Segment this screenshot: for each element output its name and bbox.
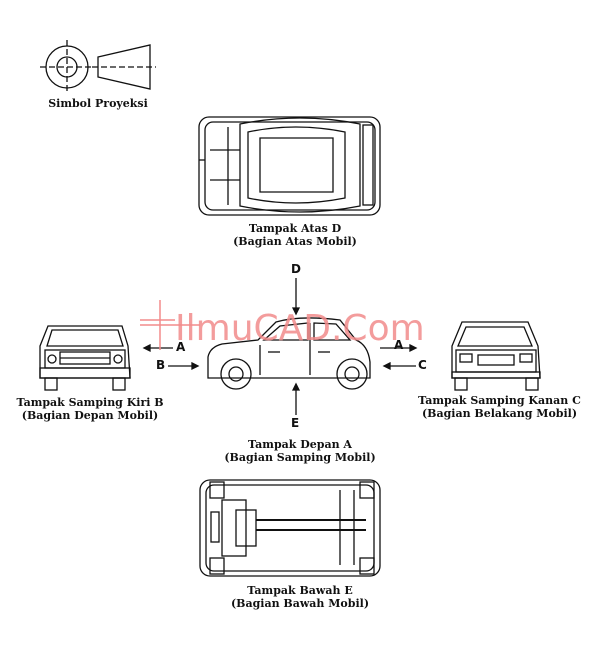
arrow-label-b: B — [156, 358, 166, 372]
view-arrows — [142, 278, 418, 415]
arrow-label-a-left: A — [176, 340, 186, 354]
bottom-view-title: Tampak Bawah E — [247, 584, 353, 597]
front-view-subtitle: (Bagian Samping Mobil) — [224, 451, 376, 464]
front-view-car — [207, 317, 371, 390]
right-view-subtitle: (Bagian Belakang Mobil) — [421, 407, 578, 420]
top-view-car — [198, 116, 381, 216]
right-view-caption: Tampak Samping Kanan C (Bagian Belakang … — [412, 394, 587, 420]
arrow-label-a-right: A — [394, 338, 404, 352]
bottom-view-car — [199, 479, 381, 577]
top-view-subtitle: (Bagian Atas Mobil) — [233, 235, 357, 248]
watermark-text: IlmuCAD.Com — [175, 308, 425, 349]
symbol-caption: Simbol Proyeksi — [38, 97, 158, 110]
front-view-title: Tampak Depan A — [248, 438, 352, 451]
right-view-title: Tampak Samping Kanan C — [418, 394, 581, 407]
bottom-view-caption: Tampak Bawah E (Bagian Bawah Mobil) — [215, 584, 385, 610]
watermark-cross-icon — [140, 300, 200, 350]
arrow-label-c: C — [418, 358, 427, 372]
left-view-subtitle: (Bagian Depan Mobil) — [21, 409, 159, 422]
right-view-car — [451, 321, 541, 391]
projection-symbol-icon — [40, 40, 156, 94]
arrow-label-e: E — [291, 416, 300, 430]
left-view-caption: Tampak Samping Kiri B (Bagian Depan Mobi… — [10, 396, 170, 422]
symbol-label: Simbol Proyeksi — [48, 97, 148, 110]
top-view-title: Tampak Atas D — [248, 222, 342, 235]
left-view-title: Tampak Samping Kiri B — [16, 396, 164, 409]
arrow-label-d: D — [291, 262, 301, 276]
bottom-view-subtitle: (Bagian Bawah Mobil) — [230, 597, 370, 610]
front-view-caption: Tampak Depan A (Bagian Samping Mobil) — [215, 438, 385, 464]
top-view-caption: Tampak Atas D (Bagian Atas Mobil) — [210, 222, 380, 248]
left-view-car — [39, 325, 131, 391]
